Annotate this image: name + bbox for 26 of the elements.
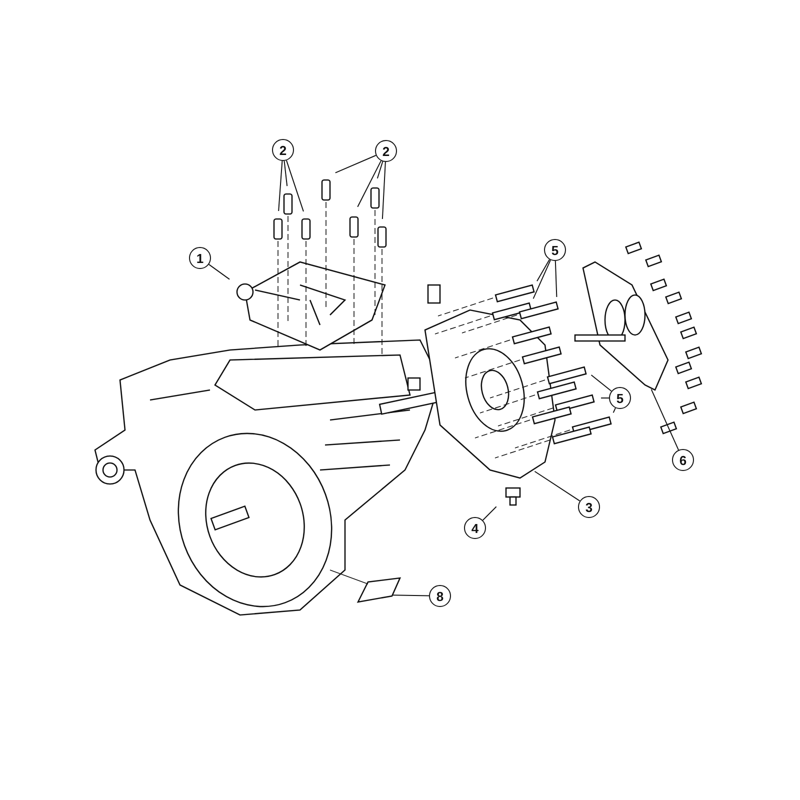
callout-number: 4	[464, 517, 486, 539]
callout-number: 5	[609, 387, 631, 409]
leader-line	[284, 160, 288, 187]
leader-line	[376, 161, 384, 179]
leader-line	[382, 161, 386, 220]
callout-number: 2	[272, 139, 294, 161]
leader-line	[532, 260, 552, 300]
leader-line	[392, 594, 430, 596]
leader-line	[278, 160, 283, 212]
callout-number: 8	[429, 585, 451, 607]
callout-number: 2	[375, 140, 397, 162]
leader-line	[650, 388, 679, 450]
leader-line	[482, 506, 497, 521]
leader-line	[357, 160, 382, 208]
callout-number: 1	[189, 247, 211, 269]
leader-line	[208, 264, 230, 280]
leader-line	[554, 260, 558, 298]
leader-line	[334, 154, 376, 174]
callout-number: 3	[578, 496, 600, 518]
callout-number: 5	[544, 239, 566, 261]
callout-number: 6	[672, 449, 694, 471]
leader-line	[612, 408, 616, 414]
leader-line	[534, 470, 580, 502]
leader-line	[536, 259, 550, 282]
leader-line	[590, 374, 612, 392]
leader-line	[286, 160, 304, 212]
